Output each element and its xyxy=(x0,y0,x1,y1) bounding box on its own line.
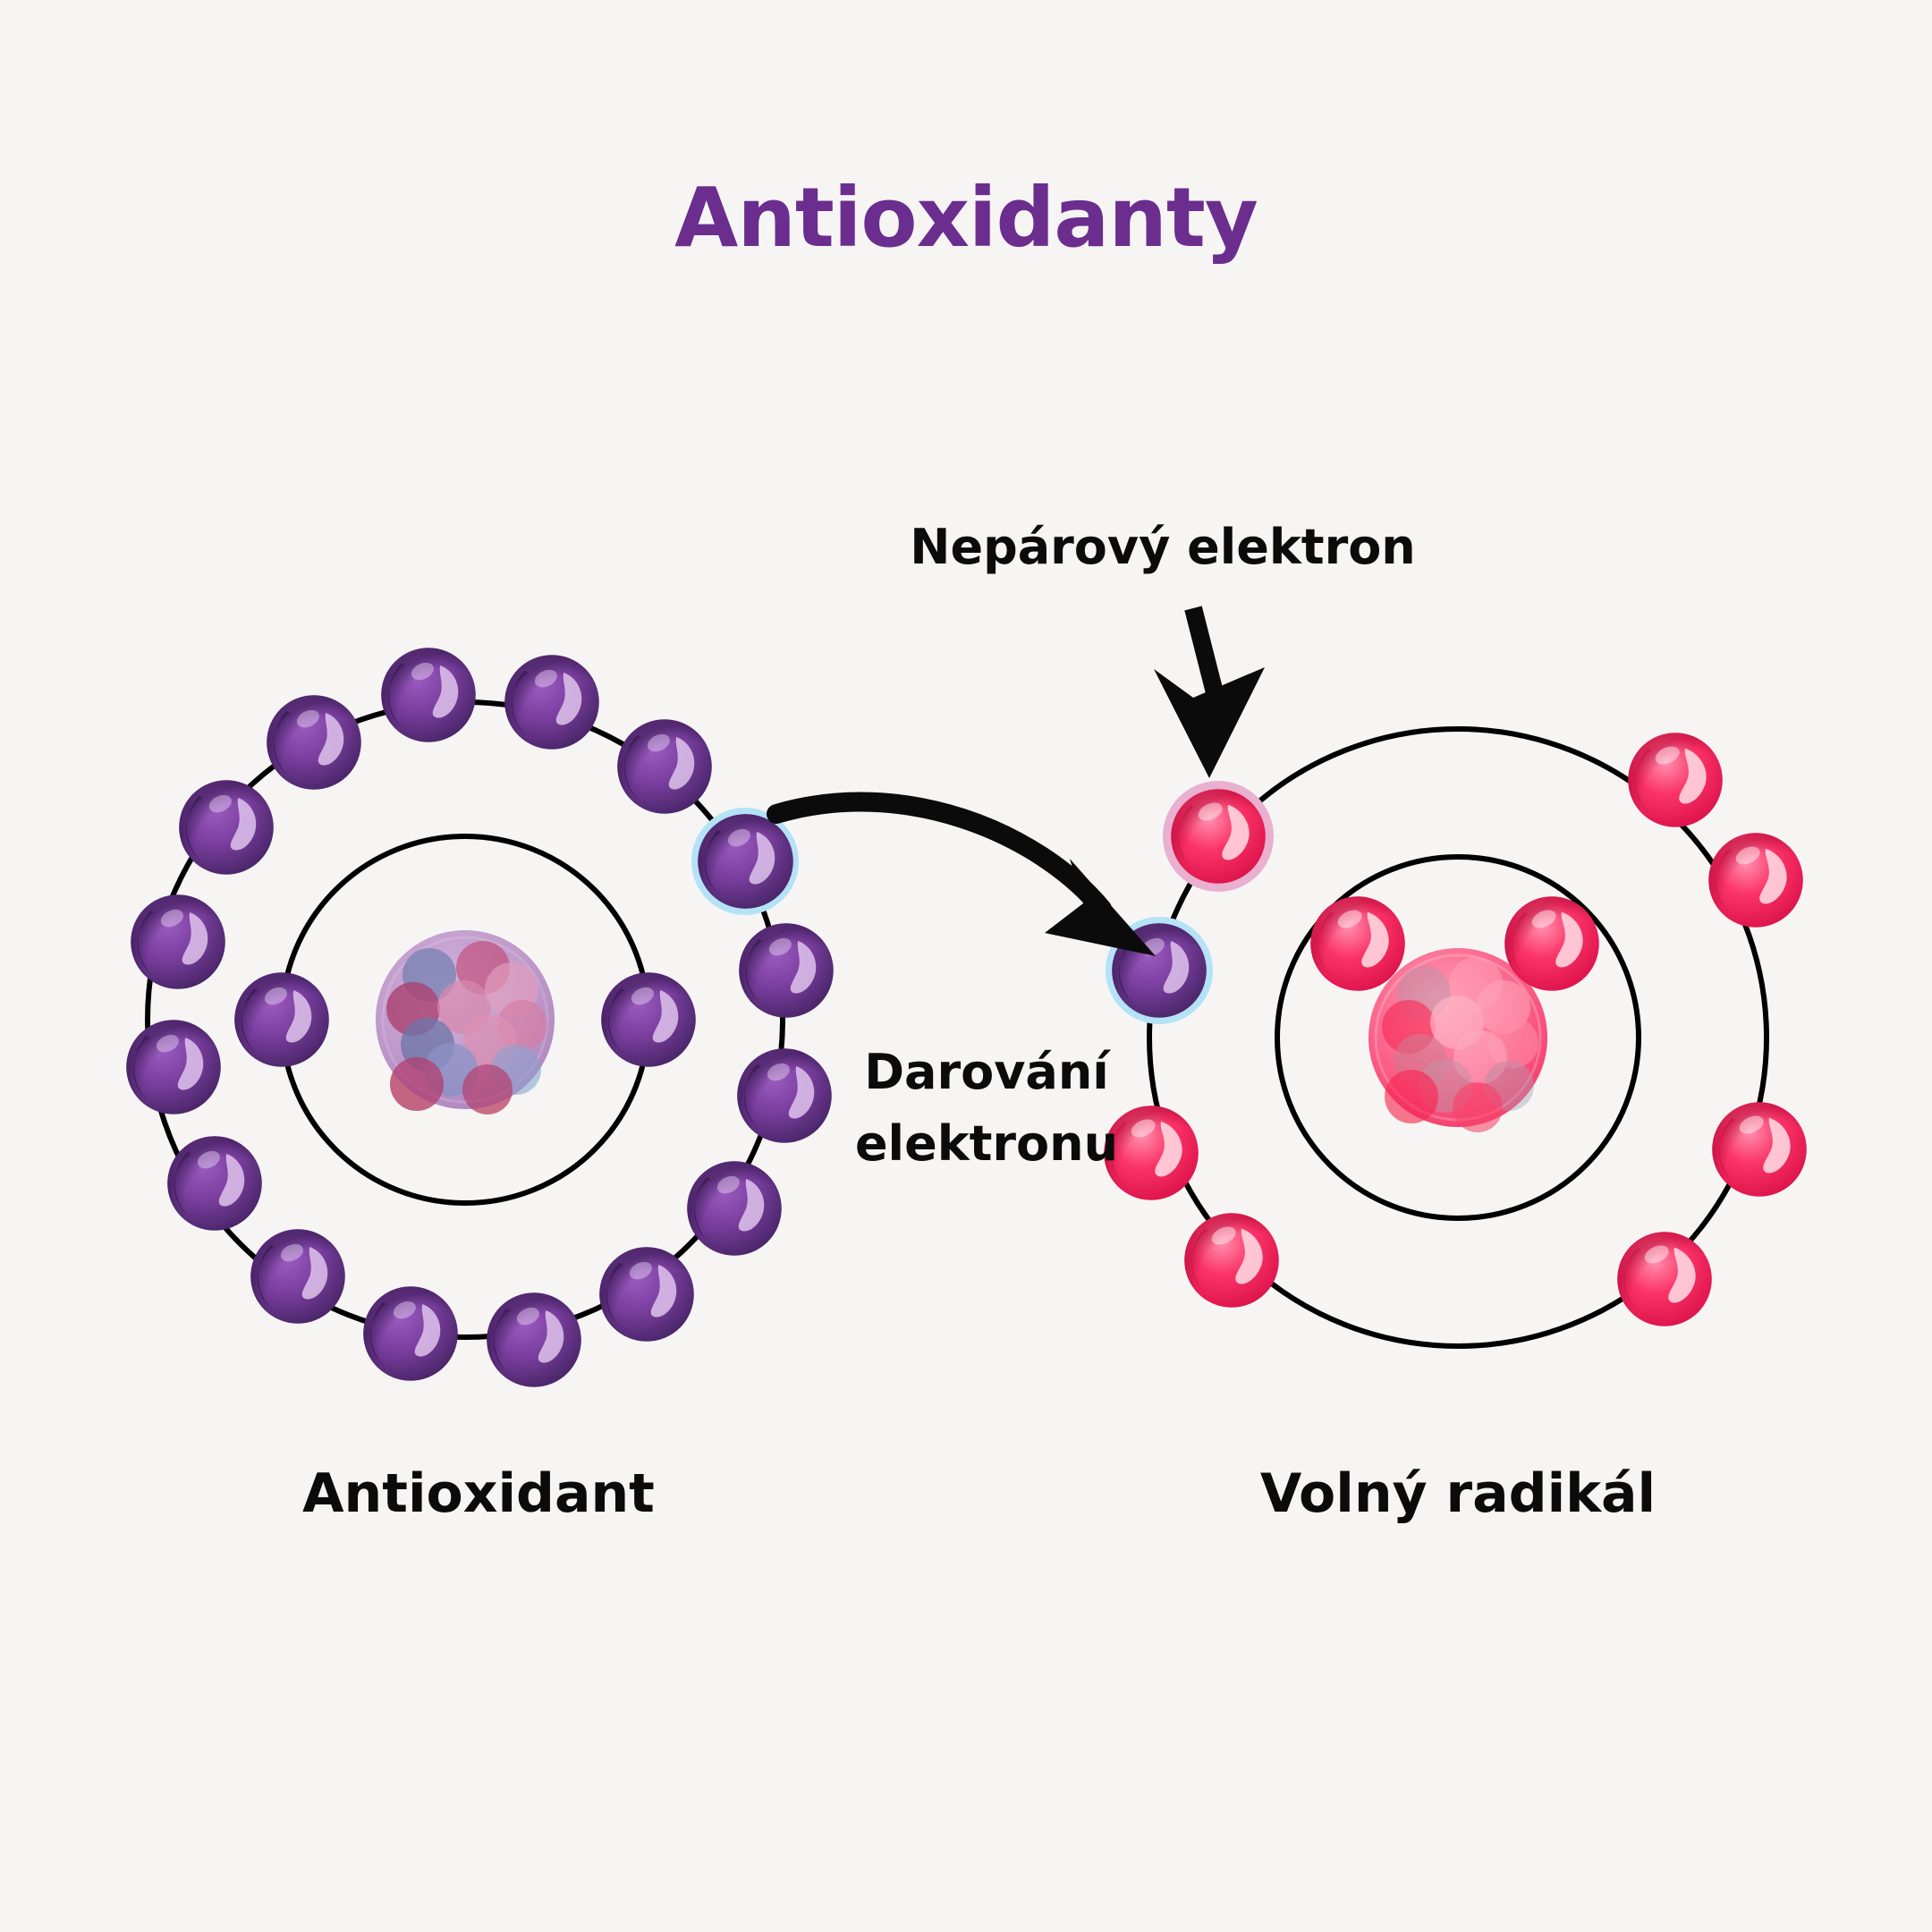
unpaired-electron-pointer-arrow xyxy=(1154,606,1265,778)
electron xyxy=(1628,733,1723,827)
electron xyxy=(739,923,834,1018)
unpaired-electron xyxy=(1171,789,1266,884)
page-title: Antioxidanty xyxy=(674,170,1258,266)
electron xyxy=(1708,833,1803,928)
electron xyxy=(504,655,599,750)
electron-donation-label-line1: Darování xyxy=(864,1044,1111,1100)
donated-electron xyxy=(698,814,792,909)
electron xyxy=(1504,896,1599,991)
electron xyxy=(1310,896,1405,991)
electron xyxy=(179,780,274,875)
electron xyxy=(617,719,712,814)
electron xyxy=(363,1286,458,1381)
free-radical-outer-orbit xyxy=(1147,726,1769,1349)
electron xyxy=(737,1048,832,1143)
free-radical-nucleus xyxy=(1368,948,1547,1132)
antioxidant-label: Antioxidant xyxy=(302,1462,655,1525)
electron xyxy=(381,648,476,742)
electron xyxy=(1184,1213,1279,1308)
electron xyxy=(126,1020,221,1114)
electron xyxy=(234,972,329,1067)
free-radical-label: Volný radikál xyxy=(1260,1462,1656,1525)
electron xyxy=(250,1229,345,1324)
free-radical-inner-orbit xyxy=(1275,854,1641,1221)
electron xyxy=(131,894,225,989)
electron-donation-arrow xyxy=(767,792,1156,956)
electron xyxy=(167,1136,262,1231)
electron xyxy=(599,1247,694,1342)
electron xyxy=(267,695,361,790)
antioxidant-nucleus xyxy=(376,930,555,1114)
electron-donation-label-line2: elektronu xyxy=(855,1115,1118,1172)
unpaired-electron-label: Nepárový elektron xyxy=(910,519,1416,575)
electron xyxy=(601,972,696,1067)
electron xyxy=(1617,1232,1712,1326)
atom-free-radical: Volný radikál xyxy=(1104,726,1807,1525)
electron xyxy=(487,1292,581,1387)
electron xyxy=(1712,1102,1807,1197)
atom-antioxidant: Antioxidant xyxy=(126,648,834,1525)
electron xyxy=(687,1161,782,1256)
